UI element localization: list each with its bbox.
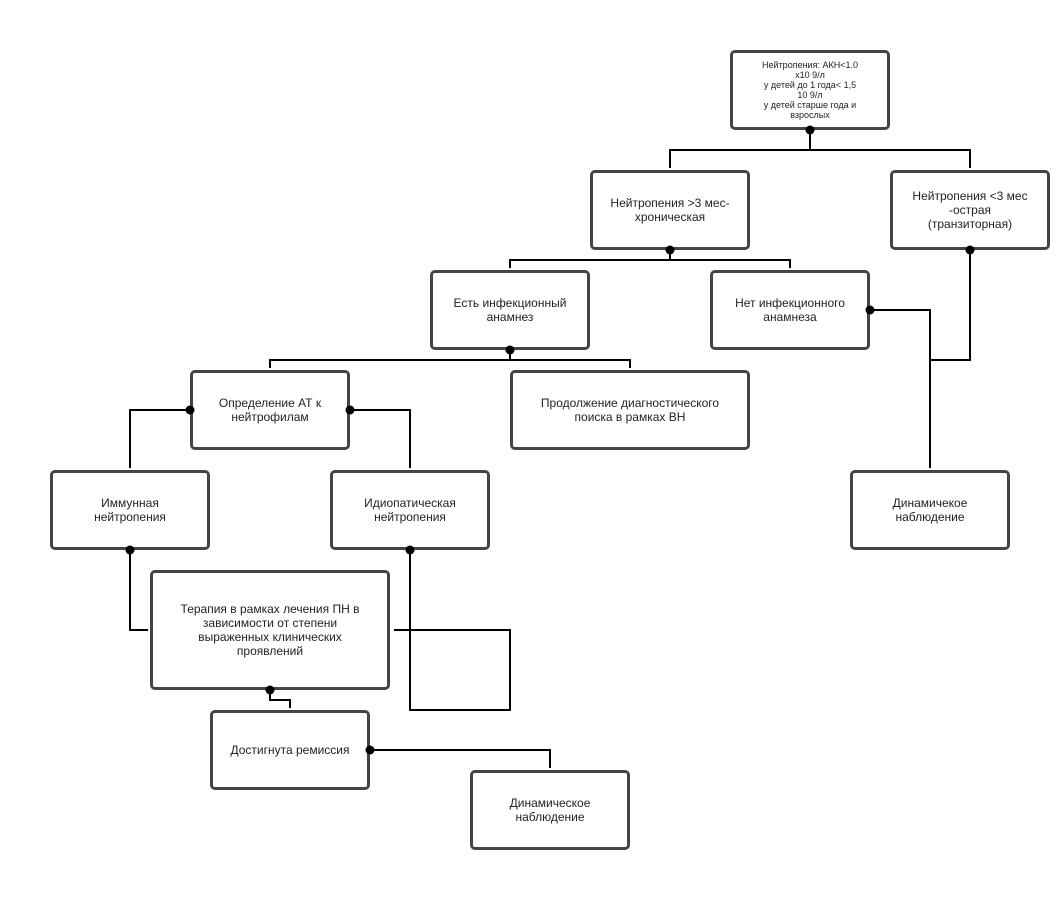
node-no-infection[interactable]: Нет инфекционного анамнеза <box>710 270 870 350</box>
node-idiopathic[interactable]: Идиопатическая нейтропения <box>330 470 490 550</box>
dot <box>185 405 195 415</box>
node-chronic[interactable]: Нейтропения >3 мес- хроническая <box>590 170 750 250</box>
dot <box>665 245 675 255</box>
connector-no-infection <box>870 309 931 360</box>
connector-antibodies-right <box>350 409 411 468</box>
connector-root <box>669 130 971 168</box>
node-infection[interactable]: Есть инфекционный анамнез <box>430 270 590 350</box>
dot <box>365 745 375 755</box>
dot <box>505 345 515 355</box>
dot <box>965 245 975 255</box>
node-root[interactable]: Нейтропения: АКН<1.0 х10 9/л у детей до … <box>730 50 890 130</box>
node-remission[interactable]: Достигнута ремиссия <box>210 710 370 790</box>
connector-remission <box>370 749 551 768</box>
dot <box>405 545 415 555</box>
node-observation-bottom[interactable]: Динамическое наблюдение <box>470 770 630 850</box>
connector-antibodies-left <box>129 409 190 468</box>
connector-immune <box>129 550 148 631</box>
connector-chronic <box>509 250 791 268</box>
connector-therapy <box>269 690 291 708</box>
connector-acute <box>929 250 971 468</box>
dot <box>265 685 275 695</box>
node-observation-right[interactable]: Динамичекое наблюдение <box>850 470 1010 550</box>
connector-infection <box>269 350 631 368</box>
node-immune[interactable]: Иммунная нейтропения <box>50 470 210 550</box>
node-continue-search[interactable]: Продолжение диагностического поиска в ра… <box>510 370 750 450</box>
node-therapy[interactable]: Терапия в рамках лечения ПН в зависимост… <box>150 570 390 690</box>
dot <box>125 545 135 555</box>
node-acute[interactable]: Нейтропения <3 мес -острая (транзиторная… <box>890 170 1050 250</box>
dot <box>345 405 355 415</box>
connector-idiopathic <box>394 550 511 711</box>
dot <box>865 305 875 315</box>
dot <box>805 125 815 135</box>
